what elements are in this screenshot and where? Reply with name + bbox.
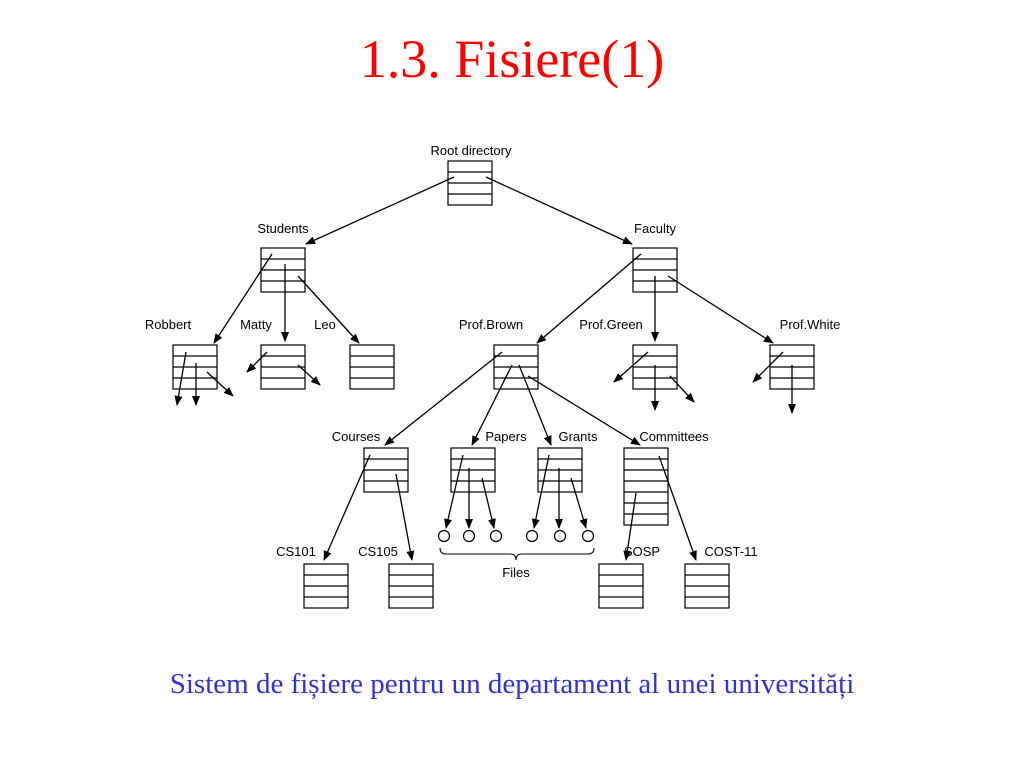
courses-directory-box [363, 447, 409, 493]
label-papers: Papers [485, 429, 527, 444]
arrow-students-robbert [213, 253, 273, 344]
committees-directory-box [623, 447, 669, 526]
slide-caption: Sistem de fișiere pentru un departament … [169, 668, 855, 700]
arrow-prof-brown-grants [518, 364, 552, 446]
label-cost11: COST-11 [704, 544, 757, 559]
label-root-directory: Root directory [431, 143, 512, 158]
label-grants: Grants [558, 429, 598, 444]
label-files: Files [502, 565, 530, 580]
label-cs105: CS105 [358, 544, 398, 559]
arrow-faculty-prof-white [667, 275, 774, 344]
arrow-root-faculty [485, 176, 633, 245]
arrow-prof-white-1 [752, 351, 784, 383]
label-committees: Committees [639, 429, 709, 444]
cost11-directory-box [684, 563, 730, 609]
arrow-matty-1 [246, 351, 268, 373]
arrow-papers-file-3 [481, 477, 496, 529]
robbert-directory-box [172, 344, 218, 390]
arrow-robbert-1 [174, 351, 187, 406]
arrow-committees-cost11 [658, 455, 697, 561]
label-prof-green: Prof.Green [579, 317, 643, 332]
file-node [553, 529, 567, 543]
arrow-faculty-prof-brown [536, 253, 642, 344]
arrow-grants-file-3 [570, 477, 588, 529]
grants-directory-box [537, 447, 583, 493]
label-students: Students [257, 221, 309, 236]
arrow-prof-green-3 [669, 375, 695, 403]
arrow-students-leo [297, 275, 360, 344]
arrow-prof-green-1 [613, 351, 649, 383]
file-node [437, 529, 451, 543]
arrow-root-students [305, 176, 455, 245]
file-node [581, 529, 595, 543]
arrow-grants-file-1 [531, 454, 550, 529]
file-node [489, 529, 503, 543]
file-node [462, 529, 476, 543]
label-prof-brown: Prof.Brown [459, 317, 523, 332]
arrow-courses-cs105 [395, 473, 415, 561]
label-sosp: SOSP [624, 544, 660, 559]
file-node [525, 529, 539, 543]
prof-brown-directory-box [493, 344, 539, 390]
label-cs101: CS101 [276, 544, 316, 559]
slide-title: 1.3. Fisiere(1) [359, 29, 665, 89]
arrow-prof-brown-courses [384, 351, 503, 446]
arrow-courses-cs101 [323, 454, 371, 561]
root-directory-box [447, 160, 493, 206]
label-robbert: Robbert [145, 317, 192, 332]
leo-directory-box [349, 344, 395, 390]
label-leo: Leo [314, 317, 336, 332]
cs101-directory-box [303, 563, 349, 609]
arrow-papers-file-1 [444, 454, 464, 529]
label-courses: Courses [332, 429, 381, 444]
arrow-matty-2 [297, 364, 321, 386]
papers-directory-box [450, 447, 496, 493]
cs105-directory-box [388, 563, 434, 609]
label-matty: Matty [240, 317, 272, 332]
label-prof-white: Prof.White [780, 317, 841, 332]
sosp-directory-box [598, 563, 644, 609]
arrow-prof-brown-papers [471, 364, 513, 446]
matty-directory-box [260, 344, 306, 390]
arrow-prof-brown-committees [527, 375, 641, 446]
arrow-robbert-3 [206, 371, 234, 397]
files-brace [439, 547, 595, 561]
students-directory-box [260, 247, 306, 293]
directory-tree-diagram: Root directory Students Faculty Robbert … [145, 143, 841, 609]
arrow-committees-sosp [623, 492, 637, 561]
label-faculty: Faculty [634, 221, 676, 236]
